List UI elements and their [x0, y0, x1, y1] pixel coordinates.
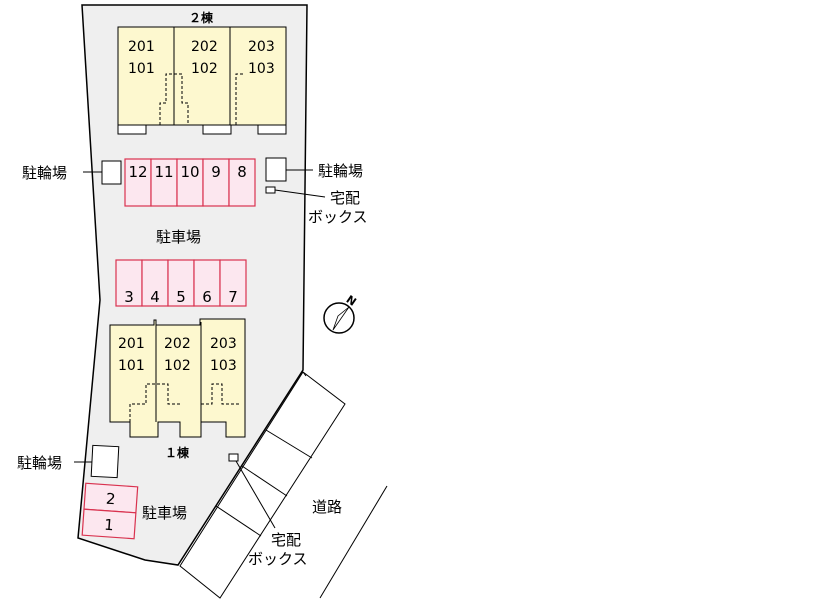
bike-parking-right-top-label: 駐輪場: [318, 162, 363, 180]
parking-stall: [176, 158, 204, 207]
bike-parking-left-top-label: 駐輪場: [22, 164, 67, 182]
parking-stall-number: 10: [180, 163, 199, 181]
building1: [109, 318, 246, 438]
parking-stall: [124, 158, 152, 207]
parking-stall: [150, 158, 178, 207]
bike-parking-left-top: [101, 160, 122, 185]
building2-unit1-lower: 101: [128, 61, 155, 77]
building1-unit3-lower: 103: [210, 358, 237, 374]
building1-unit1-upper: 201: [118, 336, 145, 352]
building1-name: １棟: [165, 445, 190, 460]
delivery-box-top-line1: 宅配: [330, 189, 360, 207]
building1-unit3-upper: 203: [210, 336, 237, 352]
building2-unit3-upper: 203: [248, 39, 275, 55]
bike-parking-left-bottom-label: 駐輪場: [17, 454, 62, 472]
parking-center-label: 駐車場: [156, 228, 201, 246]
parking-stall-number: 8: [237, 163, 247, 181]
parking-stall-number: 3: [124, 288, 134, 306]
parking-bottom-label: 駐車場: [142, 504, 187, 522]
parking-row-bottom: 21: [81, 482, 139, 540]
parking-stall-number: 9: [211, 163, 221, 181]
road-edge-line: [319, 485, 388, 599]
delivery-box-bottom-line1: 宅配: [271, 531, 301, 549]
parking-stall: [228, 158, 256, 207]
parking-stall: [81, 508, 137, 540]
parking-stall: [219, 259, 247, 307]
building1-unit2-upper: 202: [164, 336, 191, 352]
parking-stall: [167, 259, 195, 307]
building2-unit3-lower: 103: [248, 61, 275, 77]
building1-unit1-lower: 101: [118, 358, 145, 374]
road-strip: [179, 371, 346, 599]
building2-unit-labels: 201 101 202 102 203 103: [128, 39, 275, 77]
parking-stall-number: 4: [150, 288, 160, 306]
bike-parking-left-bottom: [90, 444, 120, 479]
parking-stall-number: 5: [176, 288, 186, 306]
delivery-box-top: [265, 186, 276, 194]
building2: [117, 26, 287, 135]
delivery-box-top-line2: ボックス: [308, 208, 368, 226]
parking-stall-number: 12: [128, 163, 147, 181]
building2-unit2-upper: 202: [191, 39, 218, 55]
parking-stall-number: 6: [202, 288, 212, 306]
building1-unit-labels: 201 101 202 102 203 103: [118, 336, 237, 374]
delivery-box-bottom-line2: ボックス: [248, 550, 308, 568]
parking-stall-number: 11: [154, 163, 173, 181]
road-label: 道路: [312, 498, 342, 516]
building2-unit1-upper: 201: [128, 39, 155, 55]
compass-icon: N: [323, 293, 359, 334]
building2-unit2-lower: 102: [191, 61, 218, 77]
bike-parking-right-top: [265, 157, 287, 182]
parking-stall-number: 1: [104, 516, 115, 535]
parking-stall: [193, 259, 221, 307]
delivery-box-bottom: [228, 453, 239, 462]
parking-stall-number: 2: [105, 490, 116, 509]
building1-unit2-lower: 102: [164, 358, 191, 374]
parking-stall: [202, 158, 230, 207]
building2-name: ２棟: [189, 10, 214, 25]
parking-stall-number: 7: [228, 288, 238, 306]
